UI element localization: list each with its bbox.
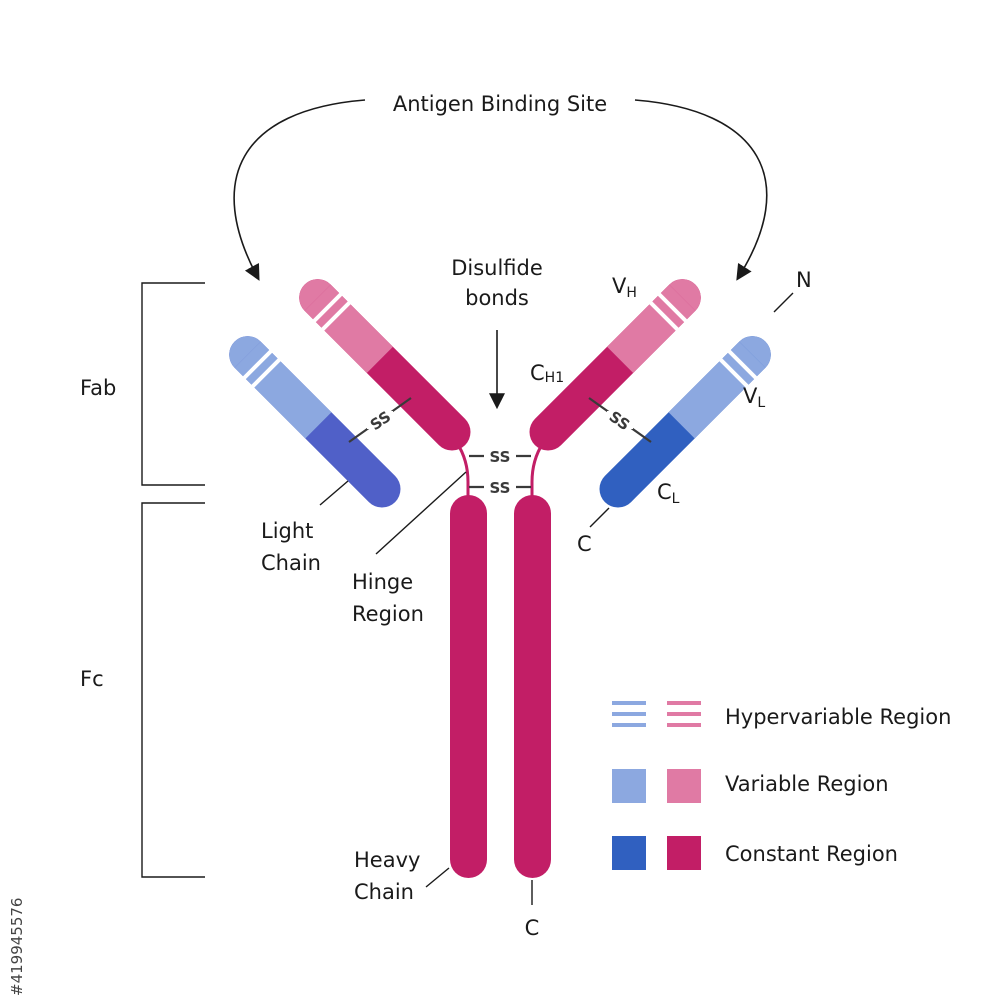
heavy-chain-label-line2: Chain	[354, 880, 414, 904]
light-chain-label-line2: Chain	[261, 551, 321, 575]
left-heavy-chain-arm	[299, 279, 471, 451]
right-heavy-chain-arm	[529, 279, 701, 451]
hinge-region-label-line1: Hinge	[352, 570, 413, 594]
c-terminus-heavy-label: C	[525, 916, 540, 940]
vl-label: VL	[743, 384, 765, 411]
n-terminus-leader	[773, 292, 794, 313]
antigen-binding-site-label: Antigen Binding Site	[393, 92, 607, 116]
vh-label: VH	[612, 274, 637, 301]
legend-constant-swatch-blue	[612, 836, 646, 870]
hinge-disulfide-bottom: SS	[469, 478, 531, 497]
cl-label: CL	[657, 480, 680, 507]
fc-label: Fc	[80, 667, 104, 691]
right-light-chain	[599, 336, 771, 508]
left-hinge-connector	[455, 442, 470, 497]
legend-hypervariable-swatch-blue	[612, 701, 646, 727]
fab-label: Fab	[80, 376, 116, 400]
legend-hypervariable-label: Hypervariable Region	[725, 705, 951, 729]
legend: Hypervariable Region Variable Region Con…	[612, 701, 951, 870]
stock-id-watermark: #419945576	[8, 898, 26, 996]
legend-variable-swatch-pink	[667, 769, 701, 803]
heavy-chain-leader	[425, 867, 450, 888]
hinge-region-leader	[375, 471, 467, 555]
fab-bracket	[141, 282, 205, 486]
fc-bracket	[141, 502, 205, 878]
light-chain-leader	[319, 480, 349, 506]
legend-constant-label: Constant Region	[725, 842, 898, 866]
heavy-chain-label-line1: Heavy	[354, 848, 420, 872]
right-antigen-arrow	[634, 99, 768, 281]
svg-text:SS: SS	[490, 448, 511, 466]
svg-text:SS: SS	[490, 479, 511, 497]
n-terminus-label: N	[796, 268, 812, 292]
c-terminus-light-label: C	[577, 532, 592, 556]
legend-constant-swatch-pink	[667, 836, 701, 870]
left-heavy-chain-stem	[450, 495, 487, 878]
right-interchain-disulfide: SS	[588, 397, 652, 443]
ch1-label: CH1	[530, 361, 564, 386]
left-interchain-disulfide: SS	[348, 397, 412, 443]
hinge-region-label-line2: Region	[352, 602, 424, 626]
hinge-disulfide-top: SS	[469, 447, 531, 466]
right-heavy-chain-stem	[514, 495, 551, 878]
c-terminus-light-leader	[589, 507, 610, 528]
right-hinge-connector	[530, 442, 545, 497]
legend-variable-swatch-blue	[612, 769, 646, 803]
left-light-chain	[229, 336, 401, 508]
disulfide-label-line2: bonds	[465, 286, 529, 310]
svg-text:#419945576: #419945576	[8, 898, 26, 996]
disulfide-label-line1: Disulfide	[451, 256, 543, 280]
legend-hypervariable-swatch-pink	[667, 701, 701, 727]
legend-variable-label: Variable Region	[725, 772, 889, 796]
light-chain-label-line1: Light	[261, 519, 313, 543]
left-antigen-arrow	[233, 99, 366, 281]
